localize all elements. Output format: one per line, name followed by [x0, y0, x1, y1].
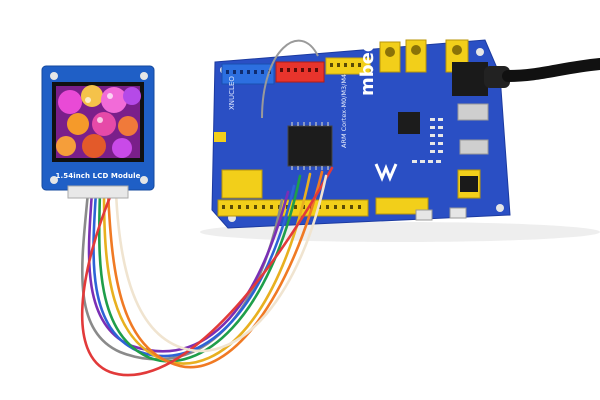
jumper-wires [80, 166, 334, 377]
wire-gray [81, 190, 284, 361]
yellow-pin-header-left [221, 169, 263, 199]
secondary-chip [398, 112, 420, 134]
wire-green [97, 174, 302, 363]
yellow-connectors [379, 39, 469, 73]
wire-orange [106, 170, 324, 369]
wire-red [80, 166, 334, 377]
red-pin-header [275, 61, 325, 83]
yellow-pin-header-top [325, 57, 371, 75]
board-series-label: XNUCLEO [228, 76, 236, 110]
status-led [214, 132, 226, 142]
blue-pin-header [221, 63, 275, 85]
mcu-chip [287, 122, 333, 170]
jumper-wire-loop [261, 39, 319, 119]
power-jack [452, 58, 600, 96]
lcd-screen [56, 85, 141, 158]
board-core-label: ARM Cortex-M0/M3/M4 [340, 73, 348, 148]
usb-ports [457, 103, 489, 155]
board-brand-label: mbed [357, 39, 378, 96]
dev-board [211, 39, 600, 229]
lcd-module-label: 1.54inch LCD Module [55, 172, 141, 180]
board-shadow [200, 222, 600, 242]
yellow-pin-header-right [457, 169, 481, 199]
smd-components [412, 118, 443, 163]
wire-beige [114, 174, 328, 353]
lcd-module [41, 65, 155, 199]
brand-logo [374, 163, 398, 182]
